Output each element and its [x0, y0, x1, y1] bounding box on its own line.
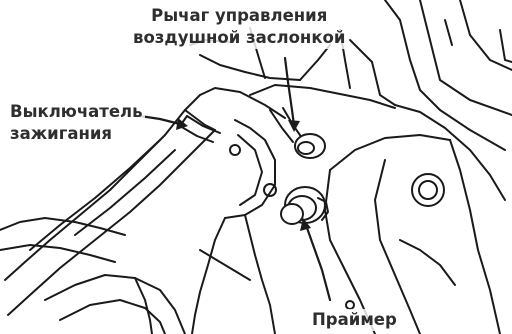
primer-label-line1: Праймер — [312, 309, 397, 331]
lower-bracket — [0, 218, 185, 334]
choke-lever — [270, 108, 325, 158]
primer-arrow-line — [306, 225, 330, 300]
ignition-arrow-line — [140, 116, 180, 124]
primer-label: Праймер — [310, 309, 399, 331]
choke-lever-label-line2: воздушной заслонкой — [133, 27, 345, 49]
ignition-switch-label: Выключатель зажигания — [8, 101, 145, 145]
callout-arrows — [140, 58, 330, 300]
choke-arrow-head — [288, 120, 300, 132]
engine-housing — [350, 0, 512, 200]
choke-lever-label-line1: Рычаг управления — [133, 5, 345, 27]
choke-lever-label: Рычаг управления воздушной заслонкой — [131, 5, 347, 49]
ignition-switch-label-line2: зажигания — [10, 123, 143, 145]
ignition-switch-label-line1: Выключатель — [10, 101, 143, 123]
primer-bulb — [281, 187, 328, 224]
